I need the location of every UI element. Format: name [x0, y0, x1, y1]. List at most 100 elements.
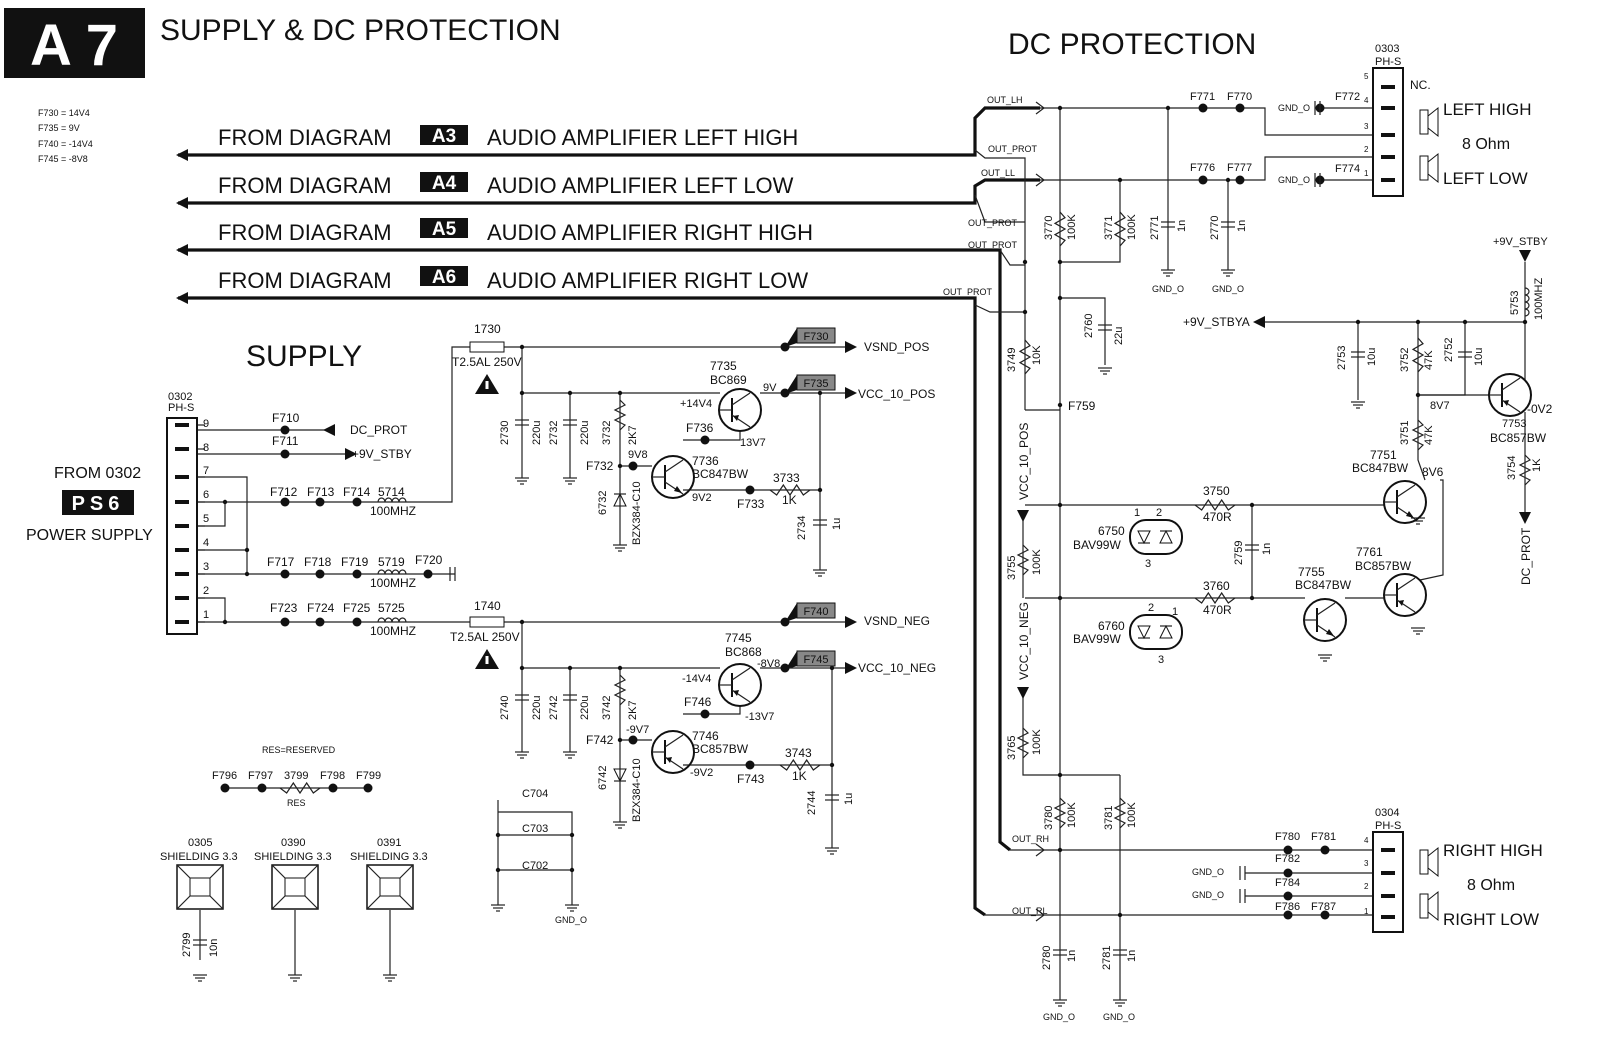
capacitor-symbol [563, 694, 577, 701]
label-vsnd-pos: VSND_POS [864, 340, 929, 354]
junction [222, 619, 228, 625]
arrow-icon [1519, 250, 1531, 262]
from-diagram-prefix: FROM DIAGRAM [218, 220, 392, 245]
label-r3750v: 470R [1203, 510, 1232, 524]
junction [519, 619, 525, 625]
junction [1165, 105, 1171, 111]
test-point [1235, 103, 1245, 113]
resistor-symbol [769, 483, 811, 497]
ground-icon [491, 904, 505, 912]
ground-icon [565, 904, 579, 912]
rect [485, 656, 489, 664]
label-c2759v: 1n [1261, 543, 1273, 555]
label-s0391: 0391 [377, 837, 401, 849]
label-q7751t: BC847BW [1352, 461, 1409, 475]
label-f732: F732 [586, 459, 614, 473]
label-q7736t: BC847BW [692, 467, 749, 481]
speaker-icon [1419, 152, 1439, 184]
label-d6750p1: 1 [1134, 507, 1140, 519]
ground-icon [1318, 654, 1332, 662]
label-s0390t: SHIELDING 3.3 [254, 851, 332, 863]
connector-pin [175, 423, 189, 427]
capacitor-symbol [1161, 221, 1175, 228]
connector-pin [1381, 155, 1395, 159]
capacitor-symbol [1113, 949, 1127, 956]
ground-icon [825, 847, 839, 855]
label-c703: C703 [522, 823, 548, 835]
label-r3760v: 470R [1203, 603, 1232, 617]
label-v14v4: +14V4 [680, 398, 712, 410]
label-f733: F733 [737, 497, 765, 511]
capacitor-symbol [1221, 221, 1235, 228]
line [664, 734, 684, 748]
label-c2770v: 1n [1236, 220, 1248, 232]
label-v9v2: 9V2 [692, 492, 712, 504]
label-f736: F736 [686, 421, 714, 435]
junction [829, 762, 835, 768]
polygon [1406, 511, 1414, 518]
label-c2780: 2780 [1041, 946, 1053, 970]
label-cp4: 4 [1364, 96, 1369, 105]
wire [974, 194, 1025, 223]
label-f784: F784 [1275, 877, 1300, 889]
line [1396, 484, 1416, 498]
connector-pin [1381, 133, 1395, 137]
arrow-icon [1017, 510, 1029, 522]
label-c2740v: 220u [531, 696, 543, 720]
junction [569, 867, 575, 873]
polygon [674, 486, 682, 493]
test-point [280, 425, 290, 435]
label-res: RES [287, 798, 306, 808]
label-r3781v: 100K [1126, 802, 1138, 828]
label-rp3: 3 [1364, 859, 1369, 868]
label-right-low: RIGHT LOW [1443, 910, 1539, 929]
junction [1249, 595, 1255, 601]
shielding-symbol [271, 864, 319, 910]
label-r3742: 3742 [601, 696, 613, 720]
test-point [1235, 175, 1245, 185]
test-point [628, 461, 638, 471]
resistor-symbol [1518, 454, 1532, 486]
label-q7746: 7746 [692, 729, 719, 743]
resistor-symbol [1411, 419, 1425, 451]
label-rp1: 1 [1364, 907, 1369, 916]
ground-icon [1098, 367, 1112, 375]
label-gnd-f772: GND_O [1278, 103, 1310, 113]
label-out-rl: OUT_RL [1012, 906, 1048, 916]
connector-pin [1381, 85, 1395, 89]
rect [189, 877, 211, 897]
rect [1419, 109, 1429, 135]
components [166, 67, 1532, 1007]
label-r3765: 3765 [1006, 736, 1018, 760]
label-out-rh: OUT_RH [1012, 834, 1049, 844]
label-f712: F712 [270, 485, 298, 499]
label-vcc10pos-r: VCC_10_POS [1017, 423, 1031, 500]
wire [1035, 173, 1045, 187]
label-f796: F796 [212, 770, 237, 782]
ground-icon [288, 974, 302, 982]
test-point [280, 569, 290, 579]
label-d6750p3: 3 [1145, 558, 1151, 570]
label-c2744: 2744 [806, 791, 818, 815]
resistor-symbol [279, 781, 321, 795]
title-badge-text: A 7 [30, 13, 118, 78]
label-r3742v: 2K7 [627, 700, 639, 720]
rect [379, 877, 401, 897]
capacitor-symbol [1458, 351, 1472, 358]
capacitor-symbol [193, 939, 207, 946]
junction [1415, 319, 1421, 325]
test-point [257, 783, 267, 793]
wire [190, 476, 248, 574]
junction [1057, 847, 1063, 853]
badge-text: F730 [803, 331, 828, 343]
junction [817, 390, 823, 396]
label-vm14v4: -14V4 [682, 673, 711, 685]
label-c2760v: 22u [1113, 327, 1125, 345]
arrow-icon [845, 662, 857, 674]
from-diagram-a6: FROM DIAGRAM A6 AUDIO AMPLIFIER RIGHT LO… [218, 266, 808, 293]
wire [498, 811, 573, 905]
label-q7735: 7735 [710, 359, 737, 373]
transistor-symbol [1383, 480, 1427, 524]
connector-pin [175, 524, 189, 528]
line [366, 864, 381, 879]
